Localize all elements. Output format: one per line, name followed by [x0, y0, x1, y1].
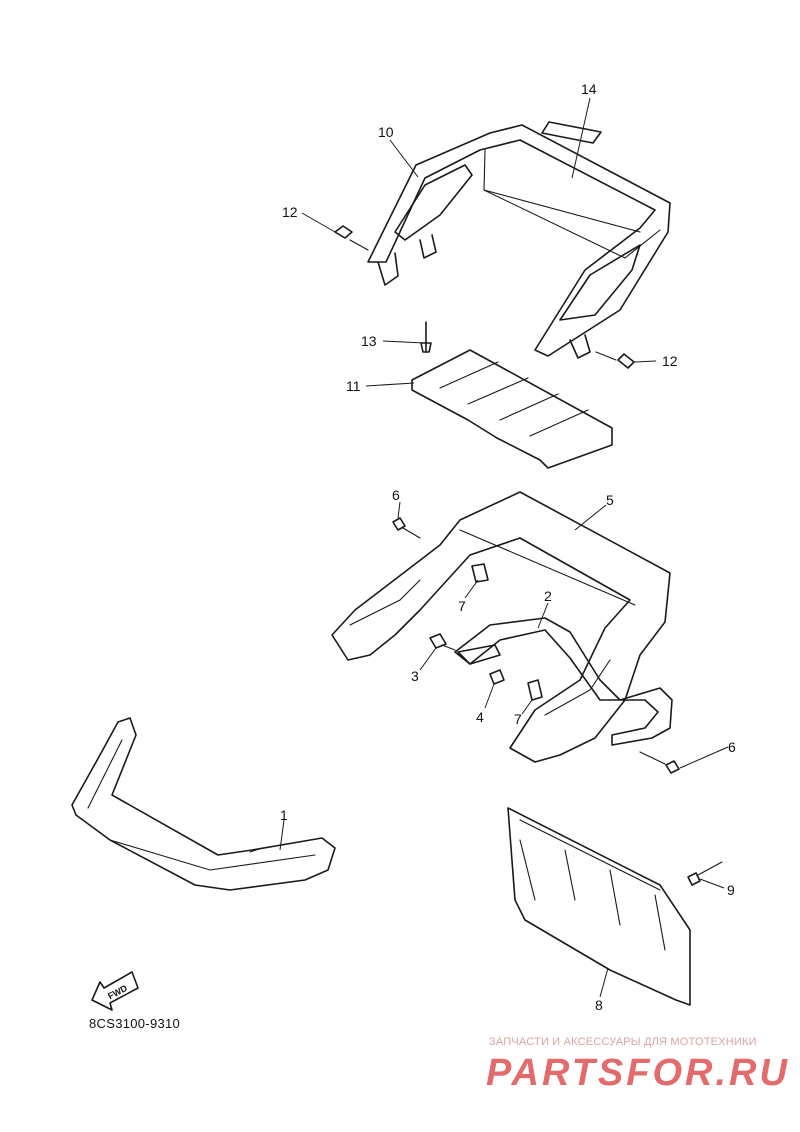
watermark-subtitle: ЗАПЧАСТИ И АКСЕССУАРЫ ДЛЯ МОТОТЕХНИКИ — [489, 1036, 757, 1048]
part-2-lower-brace — [454, 617, 673, 746]
part-11-floor-plate — [411, 349, 613, 469]
callout-6-bottom: 6 — [728, 739, 736, 755]
part-4-nut — [489, 669, 505, 685]
part-12-bolt-right — [595, 351, 635, 369]
callout-4: 4 — [476, 709, 484, 725]
part-6-bolt-top — [392, 517, 421, 539]
callout-9: 9 — [727, 882, 735, 898]
part-14-plate — [541, 121, 602, 144]
part-7-clip-nut-bottom — [527, 679, 543, 701]
part-12-bolt-left — [334, 225, 369, 251]
callout-10: 10 — [378, 124, 394, 140]
part-10-rear-carrier — [367, 124, 671, 359]
callout-11: 11 — [346, 378, 361, 394]
callout-12-right: 12 — [662, 353, 678, 369]
diagram-code: 8CS3100-9310 — [89, 1016, 181, 1031]
leader-lines — [279, 97, 729, 998]
fwd-arrow-icon: FWD — [91, 971, 139, 1011]
callout-14: 14 — [581, 81, 597, 97]
part-5-rear-frame — [331, 491, 671, 763]
callout-2: 2 — [544, 588, 552, 604]
callout-13: 13 — [361, 333, 377, 349]
part-8-mud-flap — [507, 807, 691, 1006]
callout-5: 5 — [606, 492, 614, 508]
callout-7-top: 7 — [458, 598, 466, 614]
part-9-screw — [687, 861, 723, 886]
callout-7-bottom: 7 — [514, 711, 522, 727]
part-6-bolt-bottom — [639, 751, 680, 774]
part-1-front-bumper — [71, 717, 336, 891]
callout-8: 8 — [595, 997, 603, 1013]
watermark-logo: PARTSFOR.RU — [486, 1052, 790, 1094]
part-3-bolt — [429, 633, 456, 651]
part-13-rivet — [420, 321, 432, 353]
part-7-clip-nut-top — [471, 563, 489, 583]
callout-12-left: 12 — [282, 204, 298, 220]
callout-1: 1 — [280, 807, 288, 823]
callout-6-top: 6 — [392, 487, 400, 503]
callout-3: 3 — [411, 668, 419, 684]
